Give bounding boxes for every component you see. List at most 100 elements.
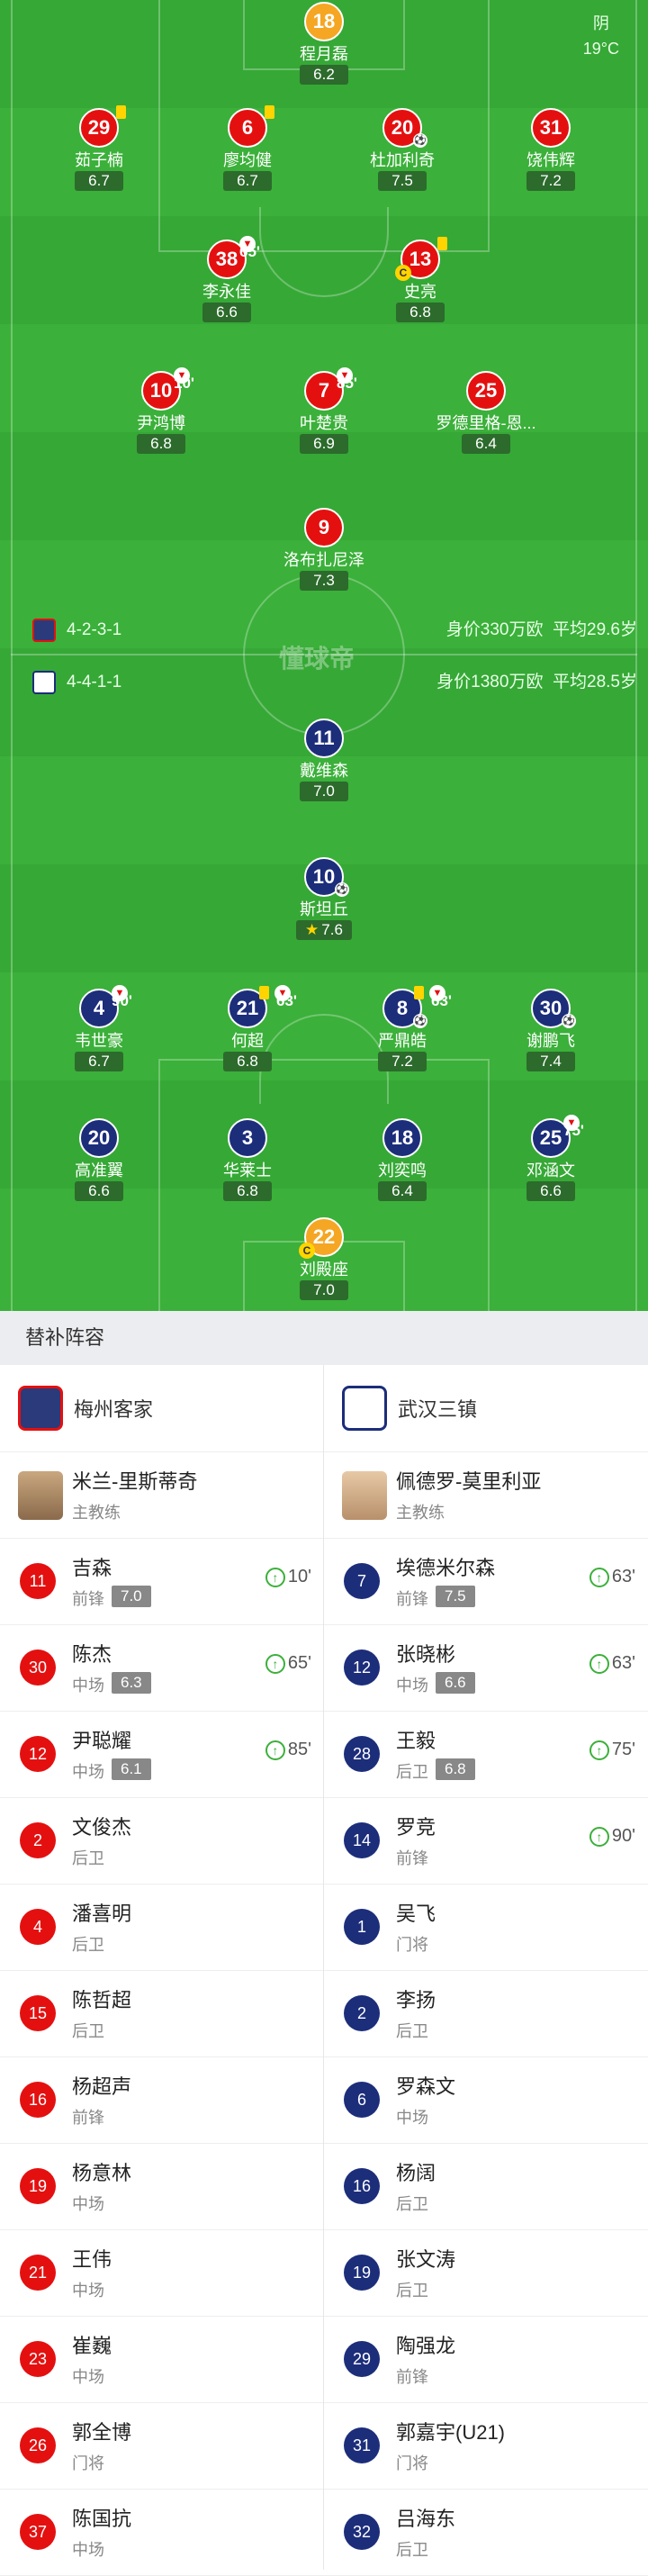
player-number: 25 (539, 1126, 562, 1149)
player-rating: 6.7 (75, 171, 123, 191)
sub-in-time: 75' (611, 1740, 635, 1759)
avatar (18, 1471, 63, 1520)
goal-ball-icon: ⚽ (562, 1014, 576, 1028)
player-home[interactable]: 20⚽ 杜加利奇 7.5 (312, 108, 492, 191)
player-number: 30 (20, 1650, 56, 1686)
player-name: 王伟 (72, 2248, 112, 2271)
player-position: 后卫 (72, 2022, 104, 2040)
player-name: 杨意林 (72, 2162, 132, 2184)
home-team-header[interactable]: 梅州客家 (0, 1365, 324, 1451)
player-name: 茹子楠 (75, 151, 123, 169)
sub-in-indicator: ↑85' (265, 1740, 311, 1760)
player-home[interactable]: 18 程月磊 6.2 (234, 2, 414, 85)
player-number: 9 (304, 508, 344, 547)
player-number: 20 (391, 116, 414, 139)
sub-in-time: 63' (611, 1567, 635, 1586)
player-away[interactable]: 30⚽ 谢鹏飞 7.4 (461, 989, 641, 1071)
player-rating: 6.7 (75, 1052, 123, 1071)
player-away[interactable]: 3 华莱士 6.8 (158, 1118, 338, 1201)
player-position: 门将 (396, 2454, 428, 2472)
player-away[interactable]: 10⚽ 斯坦丘 ★7.6 (234, 857, 414, 940)
player-away[interactable]: 18 刘奕鸣 6.4 (312, 1118, 492, 1201)
player-name: 尹鸿博 (137, 414, 185, 432)
player-name: 史亮 (404, 283, 436, 301)
player-home[interactable]: 38▼65' 李永佳 6.6 (137, 236, 317, 322)
player-name: 李永佳 (202, 283, 251, 301)
player-name: 杨阔 (396, 2162, 436, 2184)
player-away[interactable]: 25▼75' 邓涵文 6.6 (461, 1115, 641, 1201)
captain-icon: C (395, 265, 411, 281)
player-home[interactable]: 29 茹子楠 6.7 (9, 105, 189, 191)
player-away[interactable]: 20 高准翼 6.6 (9, 1118, 189, 1201)
player-name: 刘殿座 (300, 1261, 348, 1279)
player-away[interactable]: 21▼63' 何超 6.8 (158, 985, 338, 1071)
home-team-name: 梅州客家 (74, 1398, 154, 1421)
player-home[interactable]: 31 饶伟辉 7.2 (461, 108, 641, 191)
player-home[interactable]: 7▼85' 叶楚贵 6.9 (234, 367, 414, 454)
player-number: 20 (79, 1118, 119, 1158)
player-name: 王毅 (396, 1730, 436, 1752)
coach-name: 米兰-里斯蒂奇 (72, 1470, 198, 1493)
player-position: 后卫 (72, 1849, 104, 1867)
home-team-logo-icon (32, 619, 56, 642)
player-home[interactable]: 6 廖均健 6.7 (158, 105, 338, 191)
player-position: 中场 (72, 1677, 104, 1695)
player-home[interactable]: 10▼10' 尹鸿博 6.8 (71, 367, 251, 454)
player-position: 前锋 (396, 2368, 428, 2386)
sub-in-arrow-icon: ↑ (589, 1740, 609, 1760)
away-team-header[interactable]: 武汉三镇 (324, 1365, 648, 1451)
player-home[interactable]: 9 洛布扎尼泽 7.3 (234, 508, 414, 591)
home-coach[interactable]: 米兰-里斯蒂奇 主教练 (0, 1451, 324, 1538)
player-home[interactable]: 25 罗德里格-恩... 6.4 (396, 371, 576, 454)
player-name: 高准翼 (75, 1161, 123, 1180)
away-coach[interactable]: 佩德罗-莫里利亚 主教练 (324, 1451, 648, 1538)
player-away[interactable]: 8▼63'⚽ 严鼎皓 7.2 (312, 985, 492, 1071)
player-name: 洛布扎尼泽 (284, 551, 364, 569)
sub-in-time: 90' (611, 1826, 635, 1846)
player-away[interactable]: 11 戴维森 7.0 (234, 719, 414, 801)
player-position: 后卫 (72, 1936, 104, 1954)
player-number: 15 (20, 1995, 56, 2031)
player-away[interactable]: 4▼90' 韦世豪 6.7 (9, 985, 189, 1071)
player-number: 28 (344, 1736, 380, 1772)
player-name: 叶楚贵 (300, 414, 348, 432)
player-name: 谢鹏飞 (526, 1032, 575, 1050)
player-rating: 6.9 (300, 434, 348, 454)
player-number: 22 (312, 1225, 336, 1248)
player-number: 6 (344, 2082, 380, 2118)
sub-in-time: 63' (611, 1653, 635, 1673)
player-position: 中场 (72, 2368, 104, 2386)
player-rating: 6.6 (202, 303, 251, 322)
subs-section-title: 替补阵容 (0, 1311, 648, 1365)
